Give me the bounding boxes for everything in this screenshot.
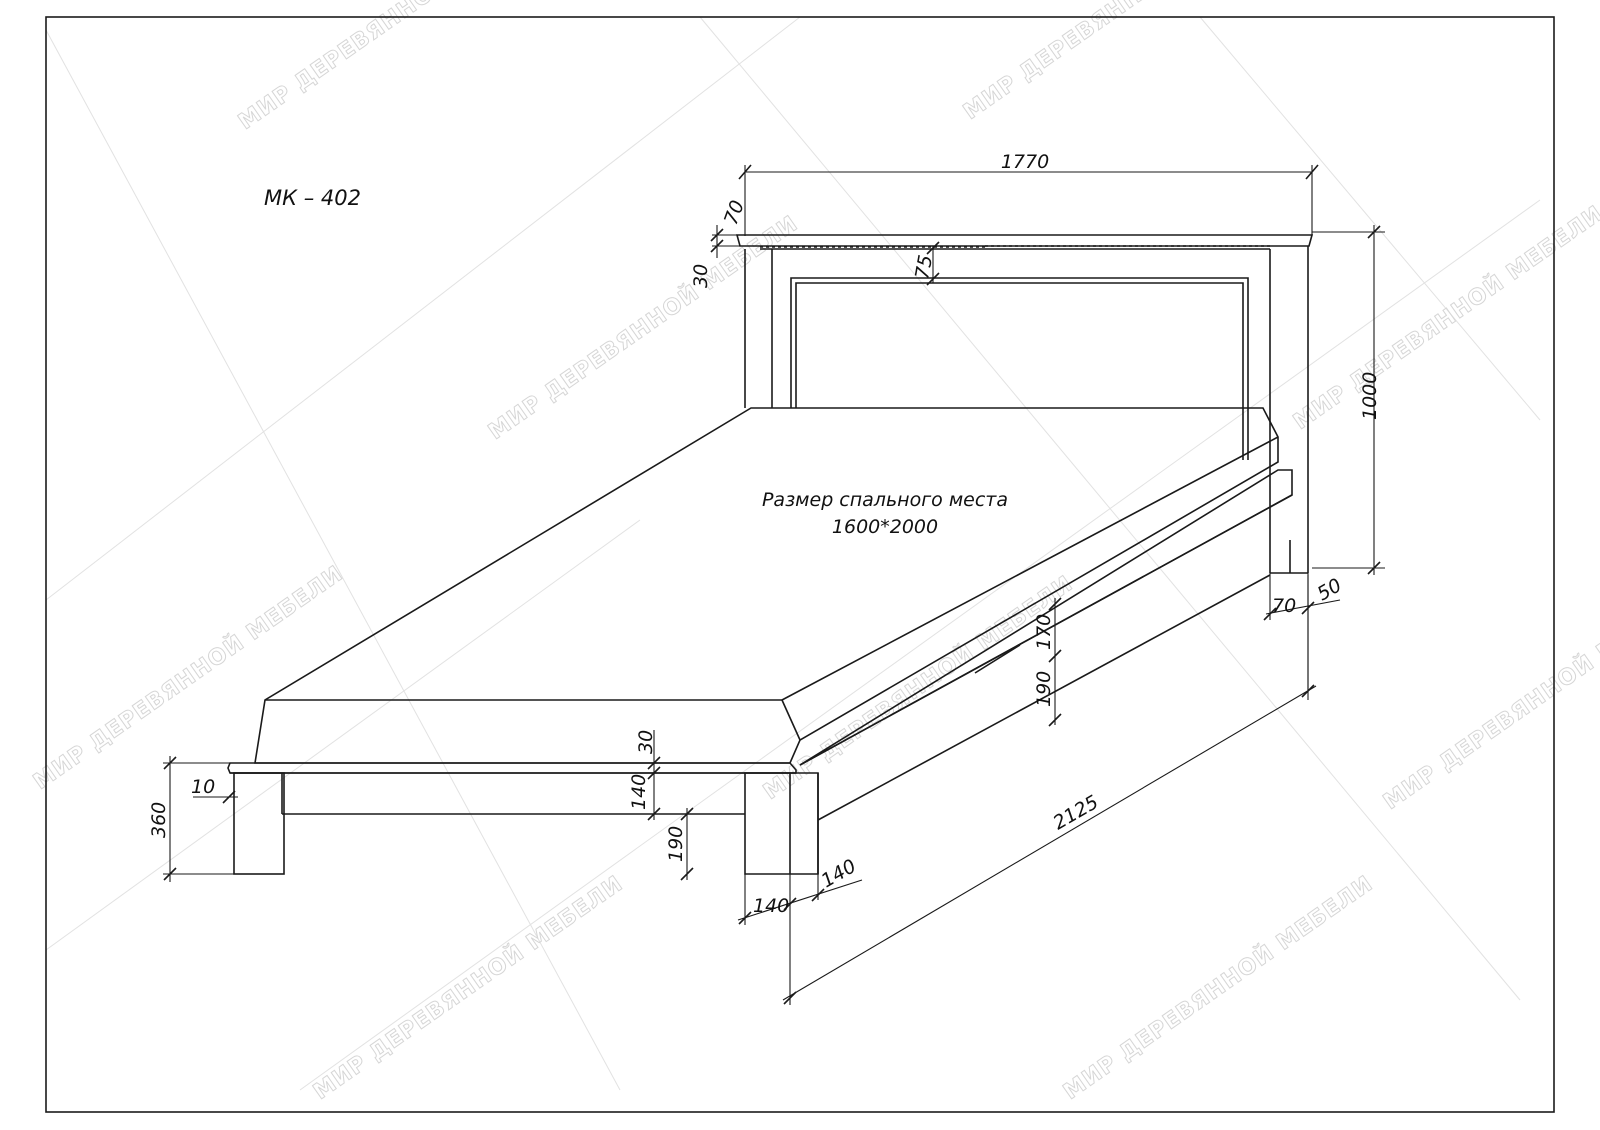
dim-foot-height: 360 xyxy=(148,802,170,838)
dim-rear-leg-offset: 50 xyxy=(1314,574,1346,605)
mattress xyxy=(254,407,1279,764)
dim-top-thickness: 30 xyxy=(690,264,712,288)
sleeping-area-label: Размер спального места xyxy=(762,489,1008,511)
watermark-text-5: МИР ДЕРЕВЯННОЙ МЕБЕЛИ xyxy=(29,560,348,794)
dim-side-upper: 170 xyxy=(1033,614,1055,650)
dim-frame-thickness: 30 xyxy=(635,730,657,754)
dim-front-overhang: 10 xyxy=(191,776,215,798)
dim-leg-width: 140 xyxy=(818,855,860,892)
dim-front-clearance: 190 xyxy=(665,826,687,862)
sleeping-area-size: 1600*2000 xyxy=(832,516,938,538)
dim-rear-leg-width: 70 xyxy=(1272,595,1296,617)
dim-front-rail: 140 xyxy=(628,774,650,810)
dim-top-rail: 75 xyxy=(911,253,937,281)
watermark-text-7: МИР ДЕРЕВЯННОЙ МЕБЕЛИ xyxy=(309,870,628,1104)
dim-side-lower: 190 xyxy=(1033,671,1055,707)
watermark-text-1: МИР ДЕРЕВЯННОЙ МЕБЕЛИ xyxy=(234,0,553,135)
watermark-text-9: МИР ДЕРЕВЯННОЙ МЕБЕЛИ xyxy=(1379,580,1600,814)
watermark-layer: МИР ДЕРЕВЯННОЙ МЕБЕЛИ МИР ДЕРЕВЯННОЙ МЕБ… xyxy=(28,0,1600,1105)
dim-headboard-height: 1000 xyxy=(1359,372,1381,420)
watermark-text-8: МИР ДЕРЕВЯННОЙ МЕБЕЛИ xyxy=(1059,870,1378,1104)
bed-frame xyxy=(227,469,1293,875)
drawing-border xyxy=(45,16,1555,1113)
model-code: МК – 402 xyxy=(264,186,361,210)
dimension-lines xyxy=(163,164,1385,1005)
dim-headboard-width: 1770 xyxy=(1001,151,1049,173)
headboard xyxy=(735,234,1314,574)
dim-leg-depth: 140 xyxy=(753,895,789,917)
watermark-text-2: МИР ДЕРЕВЯННОЙ МЕБЕЛИ xyxy=(959,0,1278,125)
dimension-labels: 1770 70 30 75 1000 70 50 170 190 30 140 … xyxy=(148,151,1381,917)
